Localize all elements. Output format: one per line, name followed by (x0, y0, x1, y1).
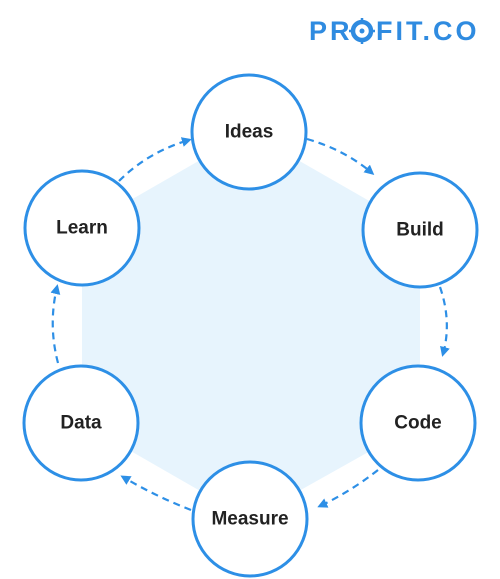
arrow-measure-to-data (120, 475, 192, 512)
arrow-data-to-learn (50, 284, 61, 364)
node-label-learn: Learn (56, 218, 108, 239)
logo-target-icon (349, 18, 375, 44)
arrow-ideas-to-build (306, 137, 375, 175)
node-label-data: Data (60, 413, 102, 434)
node-label-measure: Measure (211, 509, 288, 530)
cycle-background (82, 132, 420, 519)
arrow-learn-to-ideas (118, 137, 192, 182)
logo-text-prefix: PR (309, 16, 353, 46)
cycle-node-code: Code (359, 364, 477, 482)
cycle-node-ideas: Ideas (190, 73, 308, 191)
arrow-build-to-code (438, 286, 450, 357)
profit-co-logo: PR FIT.CO (309, 16, 480, 46)
cycle-node-learn: Learn (23, 169, 141, 287)
logo-text-suffix: FIT.CO (376, 16, 480, 46)
cycle-node-data: Data (22, 364, 140, 482)
cycle-arrows (50, 137, 450, 512)
cycle-node-build: Build (361, 171, 479, 289)
node-label-code: Code (394, 413, 442, 434)
cycle-node-measure: Measure (191, 460, 309, 578)
arrow-code-to-measure (317, 469, 379, 508)
node-label-build: Build (396, 220, 444, 241)
node-label-ideas: Ideas (225, 122, 274, 143)
